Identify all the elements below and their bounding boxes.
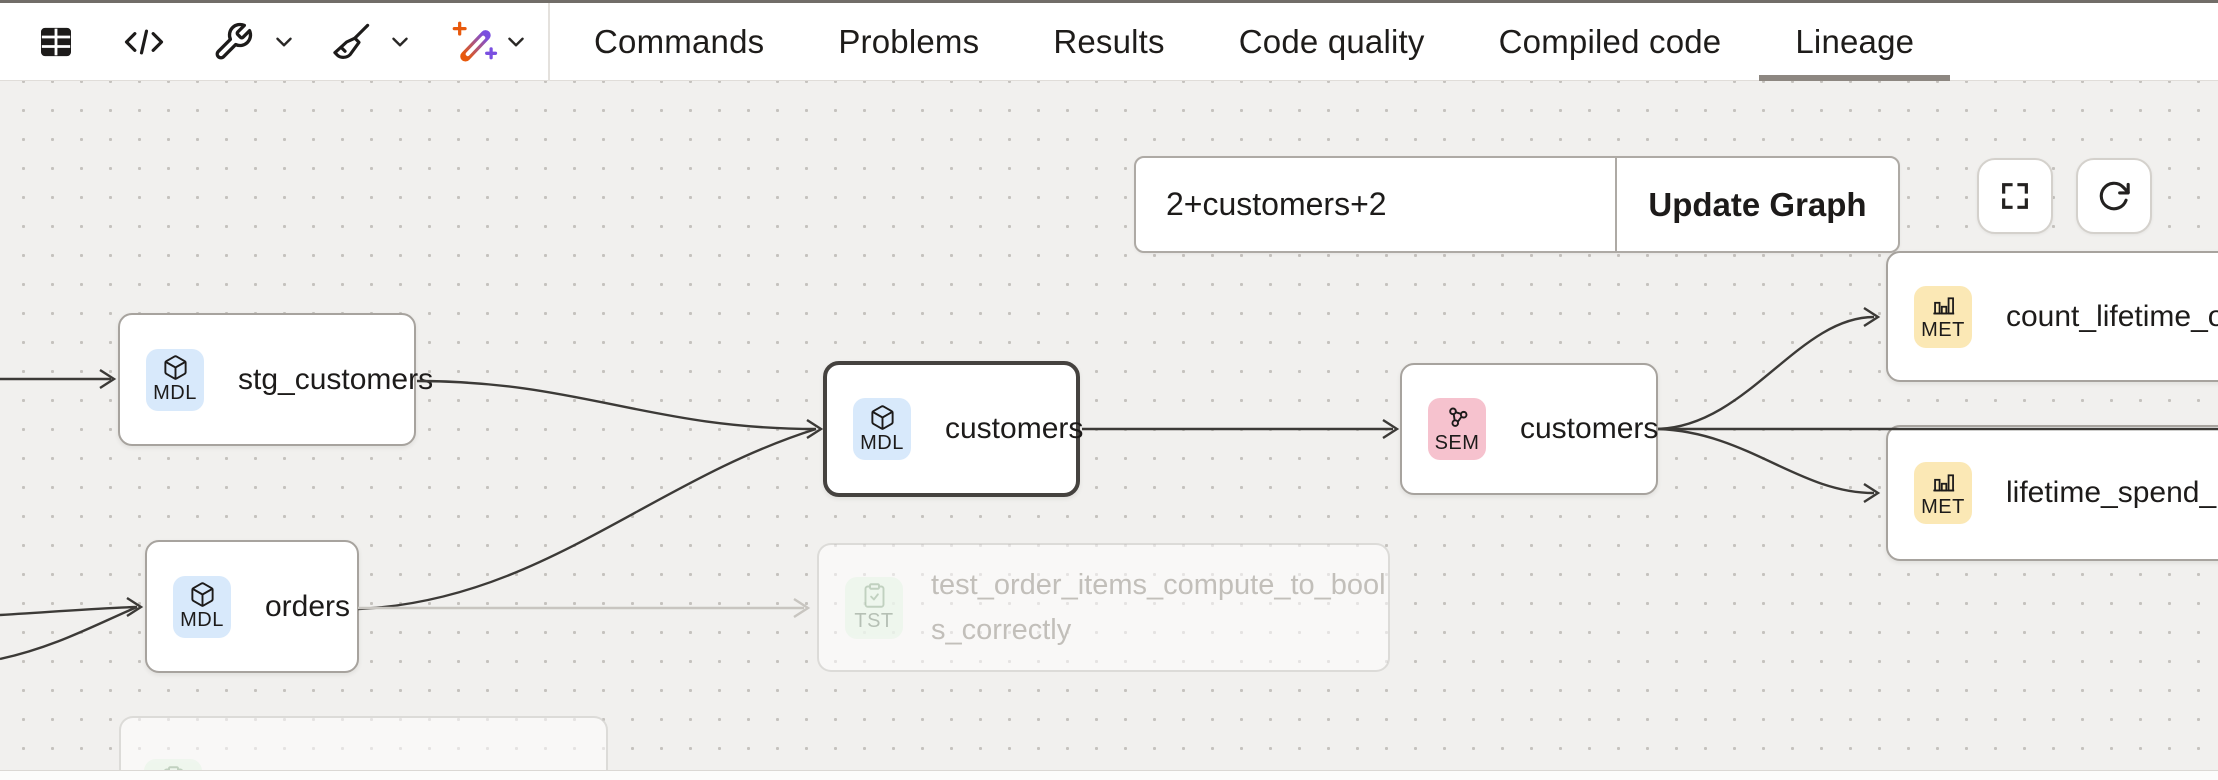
table-icon[interactable] bbox=[36, 22, 76, 62]
edge-semantic-to-count-lifetime-orders bbox=[1657, 315, 1875, 431]
graph-selector: Update Graph bbox=[1134, 156, 1900, 253]
node-lifetime-spend-pretax[interactable]: MET lifetime_spend_pretax bbox=[1886, 425, 2218, 561]
wand-dropdown-chevron-icon[interactable] bbox=[504, 30, 528, 54]
node-label: test_order_items_compute_to_bools_correc… bbox=[931, 568, 1386, 646]
edge-semantic-to-lifetime-spend bbox=[1657, 427, 1875, 495]
bar-chart-icon bbox=[1932, 297, 1954, 315]
fullscreen-button[interactable] bbox=[1977, 158, 2053, 234]
tab-results[interactable]: Results bbox=[1053, 23, 1165, 60]
tab-bar: Commands Problems Results Code quality C… bbox=[594, 3, 1951, 81]
network-icon bbox=[1448, 407, 1467, 427]
refresh-icon bbox=[2099, 181, 2130, 211]
badge-type-label: MDL bbox=[180, 609, 224, 631]
edge-stg-customers-to-customers bbox=[416, 379, 817, 431]
node-partial-bottom[interactable]: TST bbox=[119, 716, 608, 770]
edge-orders-to-customers bbox=[357, 427, 817, 611]
badge-type-label: MET bbox=[1921, 319, 1965, 341]
edge-into-orders-curve bbox=[0, 605, 138, 661]
node-label: orders bbox=[265, 589, 351, 623]
edge-into-orders-straight bbox=[0, 605, 138, 617]
model-badge: MDL bbox=[853, 398, 911, 460]
test-badge: TST bbox=[845, 576, 903, 639]
edge-into-customers-arrowhead bbox=[806, 418, 824, 440]
tab-lineage[interactable]: Lineage bbox=[1759, 3, 1951, 81]
fullscreen-icon bbox=[2002, 183, 2028, 209]
canvas-bottom-edge bbox=[0, 770, 2218, 780]
node-label: stg_customers bbox=[238, 362, 434, 396]
node-label: lifetime_spend_pretax bbox=[2006, 476, 2218, 509]
clipboard-check-icon bbox=[864, 583, 884, 608]
node-customers-model[interactable]: MDL customers bbox=[823, 361, 1084, 497]
cube-icon bbox=[190, 582, 214, 607]
edge-into-spend-arrowhead bbox=[1863, 482, 1881, 504]
magic-wand-icon[interactable] bbox=[452, 19, 498, 65]
badge-type-label: MDL bbox=[153, 382, 197, 404]
tab-code-quality[interactable]: Code quality bbox=[1238, 23, 1425, 60]
model-badge: MDL bbox=[146, 348, 204, 411]
bar-chart-icon bbox=[1932, 473, 1954, 491]
node-customers-semantic[interactable]: SEM customers bbox=[1400, 363, 1658, 495]
wrench-icon[interactable] bbox=[212, 21, 254, 63]
broom-dropdown-chevron-icon[interactable] bbox=[388, 30, 412, 54]
semantic-badge: SEM bbox=[1428, 398, 1486, 460]
node-label: count_lifetime_orders bbox=[2006, 299, 2218, 333]
badge-type-label: MDL bbox=[860, 431, 904, 454]
edge-into-stg-customers-arrowhead bbox=[99, 368, 117, 390]
badge-type-label: TST bbox=[854, 610, 894, 632]
selector-input[interactable] bbox=[1136, 158, 1617, 251]
lineage-canvas[interactable]: MDL stg_customers MDL orders MDL bbox=[0, 81, 2218, 770]
cube-icon bbox=[870, 404, 894, 430]
test-badge: TST bbox=[144, 759, 202, 770]
tab-compiled-code[interactable]: Compiled code bbox=[1498, 23, 1722, 60]
cube-icon bbox=[163, 355, 187, 380]
node-label: customers bbox=[1520, 412, 1659, 445]
toolbar-divider bbox=[548, 3, 550, 81]
badge-type-label: MET bbox=[1921, 495, 1965, 518]
refresh-button[interactable] bbox=[2076, 158, 2152, 234]
broom-icon[interactable] bbox=[330, 21, 372, 63]
edge-into-orders-arrowhead bbox=[126, 596, 144, 618]
edge-into-test-arrowhead bbox=[793, 597, 811, 619]
tab-problems[interactable]: Problems bbox=[838, 23, 980, 60]
tab-commands[interactable]: Commands bbox=[594, 23, 765, 60]
node-test-order-items[interactable]: TST test_order_items_compute_to_bools_co… bbox=[817, 543, 1390, 672]
node-orders[interactable]: MDL orders bbox=[145, 540, 359, 673]
node-stg-customers[interactable]: MDL stg_customers bbox=[118, 313, 433, 446]
metric-badge: MET bbox=[1914, 285, 1972, 348]
node-label: customers bbox=[945, 412, 1084, 445]
wrench-dropdown-chevron-icon[interactable] bbox=[272, 30, 296, 54]
metric-badge: MET bbox=[1914, 462, 1972, 524]
code-icon[interactable] bbox=[122, 22, 166, 62]
edge-into-semantic-arrowhead bbox=[1382, 418, 1400, 440]
node-count-lifetime-orders[interactable]: MET count_lifetime_orders bbox=[1886, 251, 2218, 382]
edge-into-count-arrowhead bbox=[1863, 306, 1881, 328]
model-badge: MDL bbox=[173, 575, 231, 638]
update-graph-button[interactable]: Update Graph bbox=[1617, 158, 1898, 251]
clipboard-check-icon bbox=[163, 765, 183, 770]
top-toolbar: Commands Problems Results Code quality C… bbox=[0, 0, 2218, 81]
badge-type-label: SEM bbox=[1434, 431, 1480, 454]
